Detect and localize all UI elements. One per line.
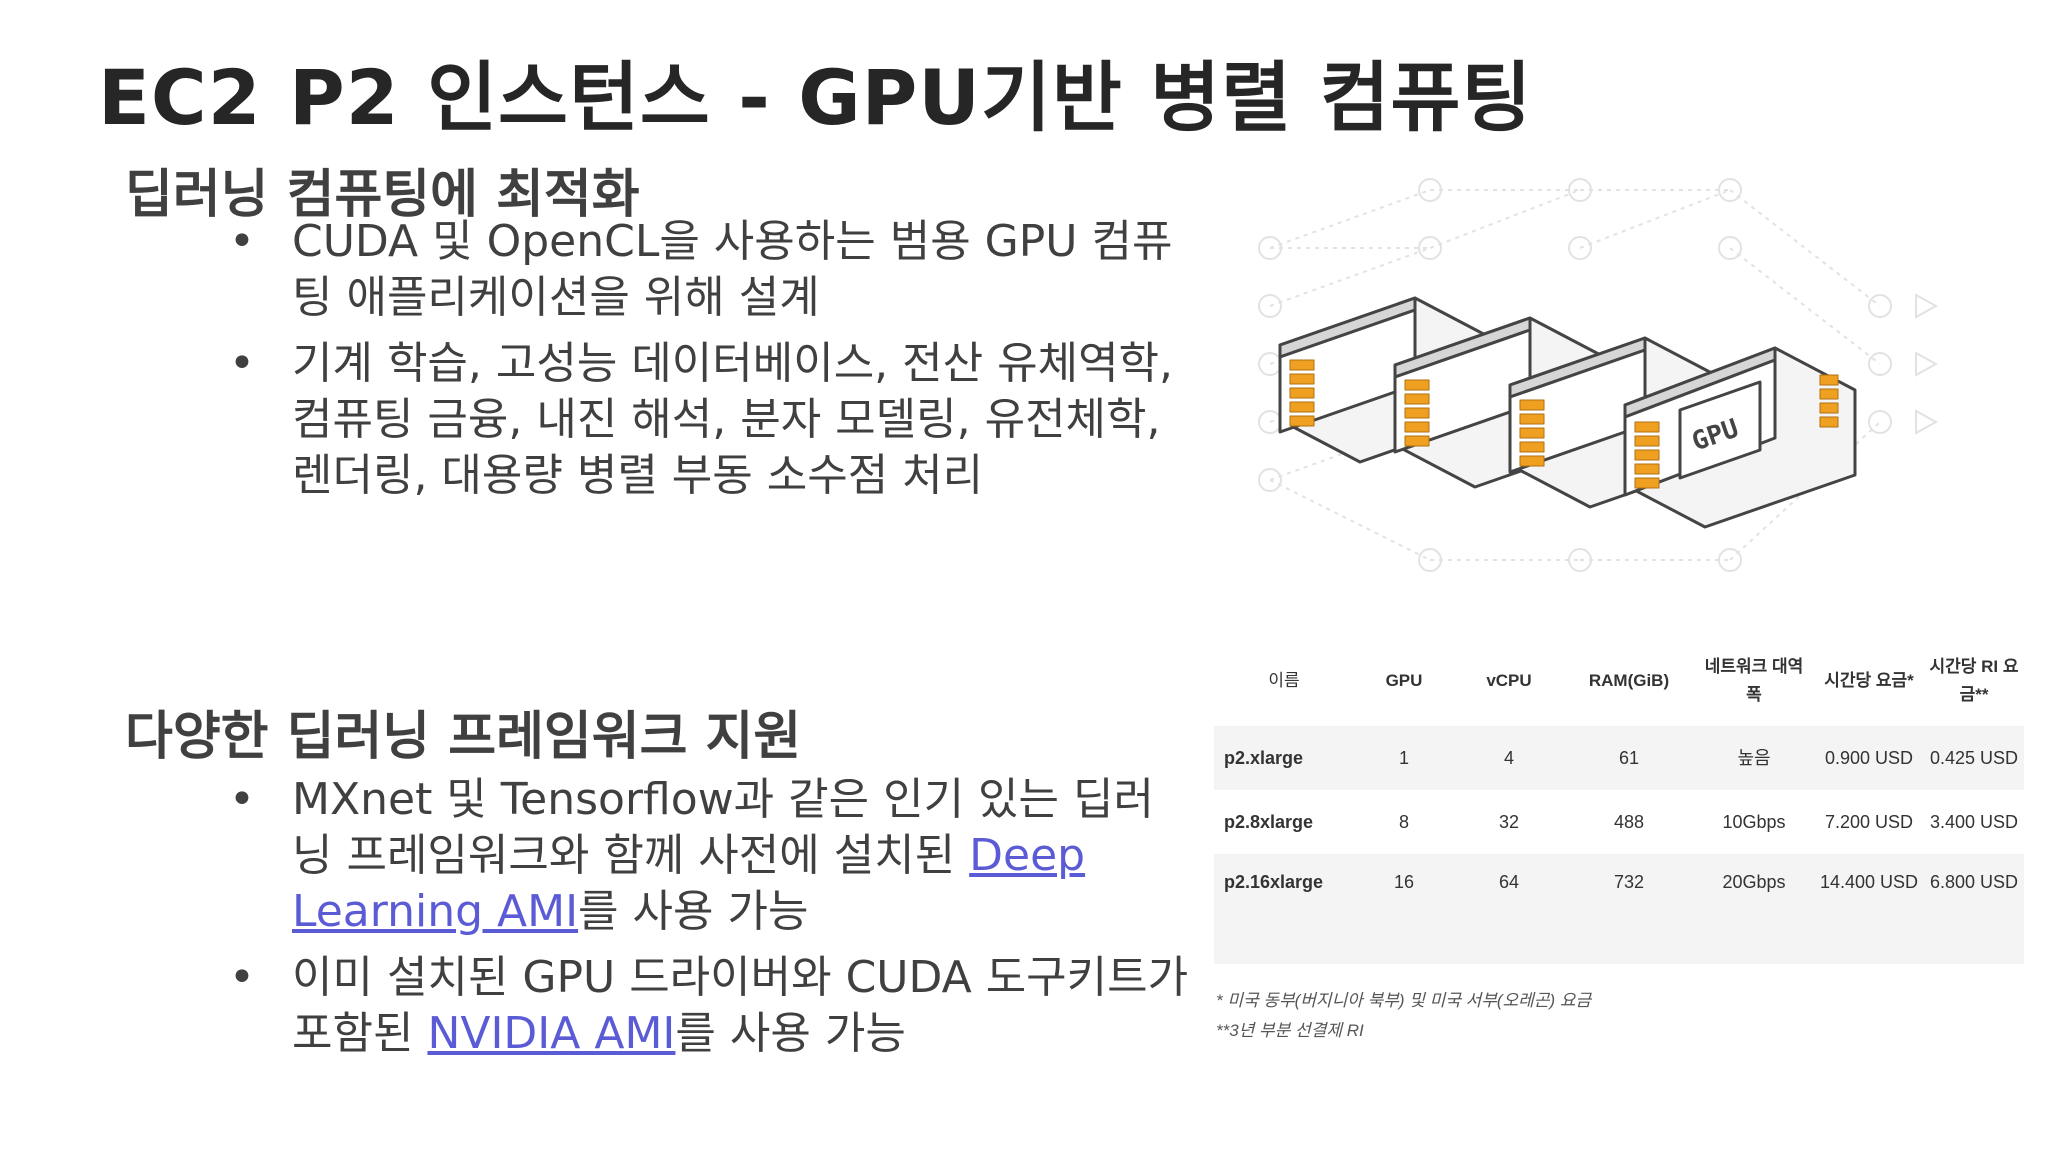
table-cell: 6.800 USD: [1924, 854, 2024, 964]
slide-title: EC2 P2 인스턴스 - GPU기반 병렬 컴퓨팅: [98, 53, 1533, 142]
table-cell: 64: [1454, 854, 1564, 964]
table-cell: 3.400 USD: [1929, 812, 2019, 832]
bullet-text-after: 를 사용 가능: [578, 886, 809, 937]
table-cell: 14.400 USD: [1814, 854, 1924, 964]
bullet-text-after: 를 사용 가능: [675, 1008, 906, 1059]
bullet-text: 이미 설치된 GPU 드라이버와 CUDA 도구키트가 포함된: [292, 952, 1189, 1059]
nvidia-ami-link[interactable]: NVIDIA AMI: [427, 1008, 676, 1059]
table-cell: 61: [1564, 726, 1694, 790]
table-cell: 4: [1454, 726, 1564, 790]
footnote: **3년 부분 선결제 RI: [1216, 1021, 1364, 1040]
table-header-row: 이름 GPU vCPU RAM(GiB) 네트워크 대역폭 시간당 요금* 시간…: [1214, 636, 2024, 726]
table-cell: 높음: [1694, 726, 1814, 790]
bullet-item: • CUDA 및 OpenCL을 사용하는 범용 GPU 컴퓨팅 애플리케이션을 …: [222, 214, 1192, 326]
bullet-item: • MXnet 및 Tensorflow과 같은 인기 있는 딥러닝 프레임워크와…: [222, 772, 1192, 940]
table-row: p2.xlarge 1 4 61 높음 0.900 USD 0.425 USD: [1214, 726, 2024, 790]
table-cell: 732: [1564, 854, 1694, 964]
column-header: 시간당 RI 요금**: [1929, 657, 2019, 704]
bullet-item: • 이미 설치된 GPU 드라이버와 CUDA 도구키트가 포함된 NVIDIA …: [222, 950, 1192, 1062]
table-cell: p2.8xlarge: [1224, 812, 1314, 832]
table-cell: p2.16xlarge: [1214, 854, 1354, 964]
table-cell: p2.xlarge: [1214, 726, 1354, 790]
bullet-dot: •: [229, 216, 255, 267]
table-cell: 10Gbps: [1722, 812, 1786, 832]
table-cell: 32: [1498, 812, 1520, 832]
section-heading-2: 다양한 딥러닝 프레임워크 지원: [125, 707, 802, 767]
bullet-text: CUDA 및 OpenCL을 사용하는 범용 GPU 컴퓨팅 애플리케이션을 위…: [292, 216, 1173, 323]
section-heading-1: 딥러닝 컴퓨팅에 최적화: [125, 165, 640, 225]
table-row: p2.16xlarge 16 64 732 20Gbps 14.400 USD …: [1214, 854, 2024, 964]
bullet-item: • 기계 학습, 고성능 데이터베이스, 전산 유체역학, 컴퓨팅 금융, 내진 …: [222, 336, 1192, 504]
table-cell: 488: [1613, 812, 1645, 832]
bullet-dot: •: [229, 338, 255, 389]
column-header: 이름: [1268, 671, 1300, 690]
instance-pricing-table: 이름 GPU vCPU RAM(GiB) 네트워크 대역폭 시간당 요금* 시간…: [1214, 636, 2024, 964]
table-cell: 0.900 USD: [1814, 726, 1924, 790]
bullet-list-1: • CUDA 및 OpenCL을 사용하는 범용 GPU 컴퓨팅 애플리케이션을 …: [222, 214, 1192, 514]
table-cell: 20Gbps: [1694, 854, 1814, 964]
column-header: 네트워크 대역폭: [1704, 657, 1804, 704]
table-row: p2.8xlarge 8 32 488 10Gbps 7.200 USD 3.4…: [1214, 790, 2024, 854]
column-header: RAM(GiB): [1588, 671, 1670, 690]
bullet-list-2: • MXnet 및 Tensorflow과 같은 인기 있는 딥러닝 프레임워크와…: [222, 772, 1192, 1072]
table-cell: 7.200 USD: [1824, 812, 1914, 832]
deep-learning-ami-link[interactable]: Deep Learning AMI: [292, 830, 1086, 937]
column-header: 시간당 요금*: [1824, 671, 1914, 690]
column-header: vCPU: [1486, 671, 1532, 690]
bullet-dot: •: [229, 774, 255, 825]
footnote: * 미국 동부(버지니아 북부) 및 미국 서부(오레곤) 요금: [1216, 991, 1592, 1010]
table-cell: 0.425 USD: [1924, 726, 2024, 790]
bullet-dot: •: [229, 952, 255, 1003]
table-cell: 1: [1354, 726, 1454, 790]
table-footnotes: * 미국 동부(버지니아 북부) 및 미국 서부(오레곤) 요금 **3년 부분…: [1216, 986, 1591, 1046]
gpu-cards-icon: GPU: [1278, 296, 1857, 529]
gpu-illustration: GPU: [1258, 178, 1939, 572]
table-cell: 16: [1354, 854, 1454, 964]
column-header: GPU: [1385, 671, 1423, 690]
table-cell: 8: [1398, 812, 1409, 832]
bullet-text: MXnet 및 Tensorflow과 같은 인기 있는 딥러닝 프레임워크와 …: [292, 774, 1154, 881]
bullet-text: 기계 학습, 고성능 데이터베이스, 전산 유체역학, 컴퓨팅 금융, 내진 해…: [292, 338, 1174, 501]
